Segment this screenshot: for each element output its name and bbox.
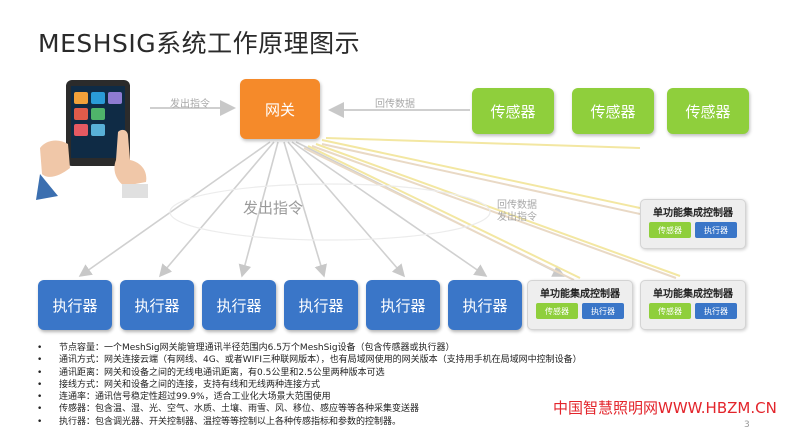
controller-actuator-chip: 执行器 [695,222,737,238]
note-item: 节点容量：一个MeshSig网关能管理通讯半径范围内6.5万个MeshSig设备… [37,342,582,355]
note-item: 接线方式：网关和设备之间的连接，支持有线和无线两种连接方式 [37,379,582,392]
send-command-label-small: 发出指令 [497,212,537,223]
actuator-node: 执行器 [120,280,194,330]
controller-sensor-chip: 传感器 [649,303,691,319]
sensor-node: 传感器 [667,88,749,134]
actuator-node: 执行器 [284,280,358,330]
return-data-label: 回传数据 [375,99,415,110]
actuator-node: 执行器 [38,280,112,330]
controller-actuator-chip: 执行器 [695,303,737,319]
actuator-node: 执行器 [366,280,440,330]
note-item: 通讯距离：网关和设备之间的无线电通讯距离，有0.5公里和2.5公里两种版本可选 [37,367,582,380]
controller-actuator-chip: 执行器 [582,303,624,319]
note-item: 执行器：包含调光器、开关控制器、温控等等控制以上各种传感指标和参数的控制器。 [37,416,582,429]
broadcast-ellipse [169,183,491,241]
watermark: 中国智慧照明网WWW.HBZM.CN [553,399,777,417]
gateway-to-controller-lines [303,137,681,281]
actuator-node: 执行器 [202,280,276,330]
gateway-node: 网关 [240,79,320,139]
return-data-label-small: 回传数据 [497,200,537,211]
tablet-icon [36,80,148,200]
controller-node: 单功能集成控制器 传感器 执行器 [527,280,633,330]
controller-sensor-chip: 传感器 [536,303,578,319]
actuator-node: 执行器 [448,280,522,330]
page-number: 3 [744,420,750,430]
send-command-label-top: 发出指令 [170,99,210,110]
controller-title: 单功能集成控制器 [540,289,620,300]
send-command-label-center: 发出指令 [243,199,304,217]
controller-title: 单功能集成控制器 [653,289,733,300]
controller-node: 单功能集成控制器 传感器 执行器 [640,199,746,249]
controller-title: 单功能集成控制器 [653,208,733,219]
controller-sensor-chip: 传感器 [649,222,691,238]
page-title: MESHSIG系统工作原理图示 [38,29,361,58]
controller-node: 单功能集成控制器 传感器 执行器 [640,280,746,330]
note-item: 传感器：包含温、湿、光、空气、水质、土壤、雨雪、风、移位、感应等等各种采集变送器 [37,403,582,416]
sensor-node: 传感器 [472,88,554,134]
sensor-node: 传感器 [572,88,654,134]
note-item: 通讯方式：网关连接云端（有网线、4G、或者WIFI三种联网版本），也有局域网使用… [37,354,582,367]
note-item: 连通率：通讯信号稳定性超过99.9%，适合工业化大场景大范围使用 [37,391,582,404]
notes-list: 节点容量：一个MeshSig网关能管理通讯半径范围内6.5万个MeshSig设备… [37,342,582,428]
